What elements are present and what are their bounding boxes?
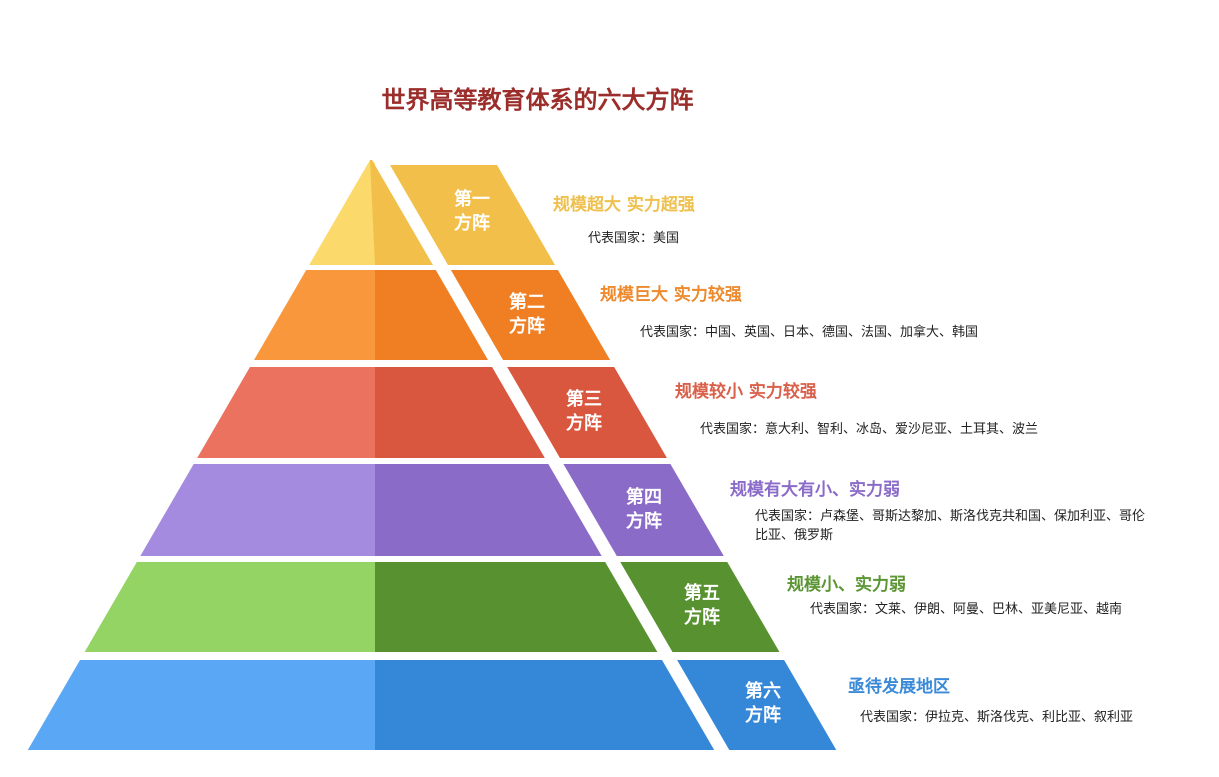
tier-1-countries: 代表国家：美国 — [588, 231, 680, 246]
tier-3-left-dark — [375, 367, 545, 458]
tier-6-label: 第六方阵 — [723, 680, 803, 728]
tier-6-left-light — [27, 660, 376, 750]
tier-4-left-light — [140, 464, 375, 556]
tier-label-line2: 方阵 — [509, 316, 545, 337]
tier-3-left-light — [197, 367, 375, 458]
tier-6-label-block — [677, 660, 837, 750]
tier-5-left-light — [84, 562, 375, 652]
tier-6-left-dark — [375, 660, 715, 750]
tier-5-left-dark — [375, 562, 658, 652]
tier-6-heading: 亟待发展地区 — [848, 677, 950, 697]
tier-4-label: 第四方阵 — [604, 486, 684, 534]
tier-label-line1: 第五 — [684, 583, 720, 604]
tier-label-line1: 第六 — [745, 681, 781, 702]
tier-1-left-dark — [370, 160, 433, 265]
tier-1-heading: 规模超大 实力超强 — [553, 195, 695, 215]
tier-2-left-dark — [375, 270, 488, 360]
tier-3-label: 第三方阵 — [544, 388, 624, 436]
tier-4-left-dark — [375, 464, 602, 556]
tier-2-left-light — [254, 270, 375, 360]
tier-6-countries: 代表国家：伊拉克、斯洛伐克、利比亚、叙利亚 — [860, 710, 1134, 725]
tier-label-line2: 方阵 — [566, 413, 602, 434]
tier-3-heading: 规模较小 实力较强 — [675, 382, 817, 402]
tier-1-label: 第一方阵 — [432, 188, 512, 236]
tier-label-line1: 第四 — [626, 487, 662, 508]
tier-label-line1: 第一 — [454, 189, 490, 210]
tier-2-heading: 规模巨大 实力较强 — [600, 285, 742, 305]
tier-label-line2: 方阵 — [684, 607, 720, 628]
tier-4-heading: 规模有大有小、实力弱 — [730, 480, 900, 500]
tier-3-countries: 代表国家：意大利、智利、冰岛、爱沙尼亚、土耳其、波兰 — [700, 422, 1039, 437]
tier-label-line1: 第三 — [566, 389, 602, 410]
tier-4-countries: 代表国家：卢森堡、哥斯达黎加、斯洛伐克共和国、保加利亚、哥伦比亚、俄罗斯 — [755, 509, 1146, 543]
tier-label-line2: 方阵 — [626, 511, 662, 532]
tier-2-countries: 代表国家：中国、英国、日本、德国、法国、加拿大、韩国 — [640, 325, 979, 340]
tier-5-heading: 规模小、实力弱 — [787, 575, 906, 595]
tier-2-label-block — [450, 270, 611, 360]
tier-label-line2: 方阵 — [745, 705, 781, 726]
diagram-title: 世界高等教育体系的六大方阵 — [381, 86, 694, 114]
tier-label-line2: 方阵 — [454, 213, 490, 234]
tier-2-label: 第二方阵 — [487, 291, 567, 339]
tier-3-label-block — [507, 367, 667, 458]
tier-4-label-block — [563, 464, 724, 556]
tier-5-label-block — [620, 562, 780, 652]
tier-1-label-block — [390, 165, 555, 265]
tier-5-label: 第五方阵 — [662, 582, 742, 630]
tier-label-line1: 第二 — [509, 292, 545, 313]
tier-1-left-light — [309, 160, 375, 265]
tier-5-countries: 代表国家：文莱、伊朗、阿曼、巴林、亚美尼亚、越南 — [810, 602, 1123, 617]
